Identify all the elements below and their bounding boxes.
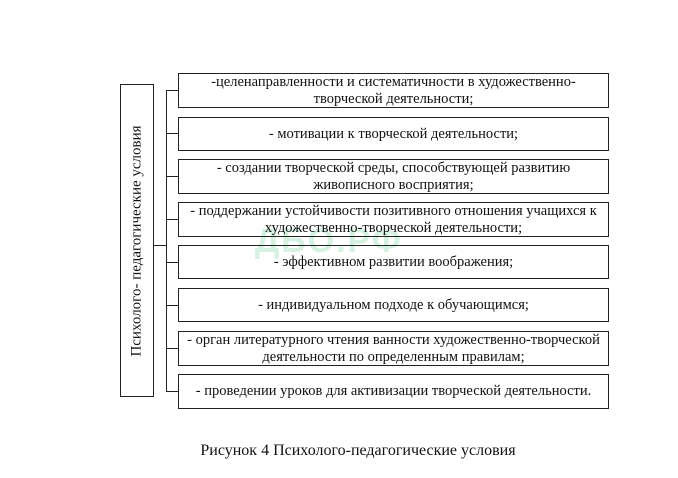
condition-text: - создании творческой среды, способствую… (216, 159, 571, 193)
condition-box: - создании творческой среды, способствую… (178, 159, 609, 194)
condition-box: - эффективном развитии воображения; (178, 245, 609, 279)
connector-branch (166, 391, 178, 393)
condition-box: - поддержании устойчивости позитивного о… (178, 202, 609, 237)
connector-branch (166, 348, 178, 350)
condition-text: -целенаправленности и систематичности в … (211, 73, 576, 107)
condition-box: - мотивации к творческой деятельности; (178, 117, 609, 151)
connector-branch (166, 90, 178, 92)
condition-box: - проведении уроков для активизации твор… (178, 374, 609, 409)
condition-box: - орган литературного чтения ванности ху… (178, 331, 609, 366)
connector-branch (166, 219, 178, 221)
connector-root (154, 245, 166, 247)
connector-branch (166, 176, 178, 178)
condition-box: - индивидуальном подходе к обучающимся; (178, 288, 609, 322)
condition-text: - эффективном развитии воображения; (273, 253, 514, 270)
condition-text: - мотивации к творческой деятельности; (268, 125, 519, 142)
connector-trunk (166, 90, 168, 392)
connector-branch (166, 262, 178, 264)
condition-text: - орган литературного чтения ванности ху… (187, 331, 600, 365)
figure-caption: Рисунок 4 Психолого-педагогические услов… (200, 442, 516, 459)
condition-text: - проведении уроков для активизации твор… (195, 383, 592, 399)
condition-text: - поддержании устойчивости позитивного о… (190, 202, 597, 236)
connector-branch (166, 305, 178, 307)
condition-box: -целенаправленности и систематичности в … (178, 73, 609, 108)
watermark: ДБО.РФ (255, 222, 403, 260)
condition-text: - индивидуальном подходе к обучающимся; (258, 296, 529, 313)
connector-branch (166, 133, 178, 135)
root-condition-box: Психолого- педагогические условия (120, 84, 154, 397)
root-condition-label: Психолого- педагогические условия (128, 124, 145, 357)
